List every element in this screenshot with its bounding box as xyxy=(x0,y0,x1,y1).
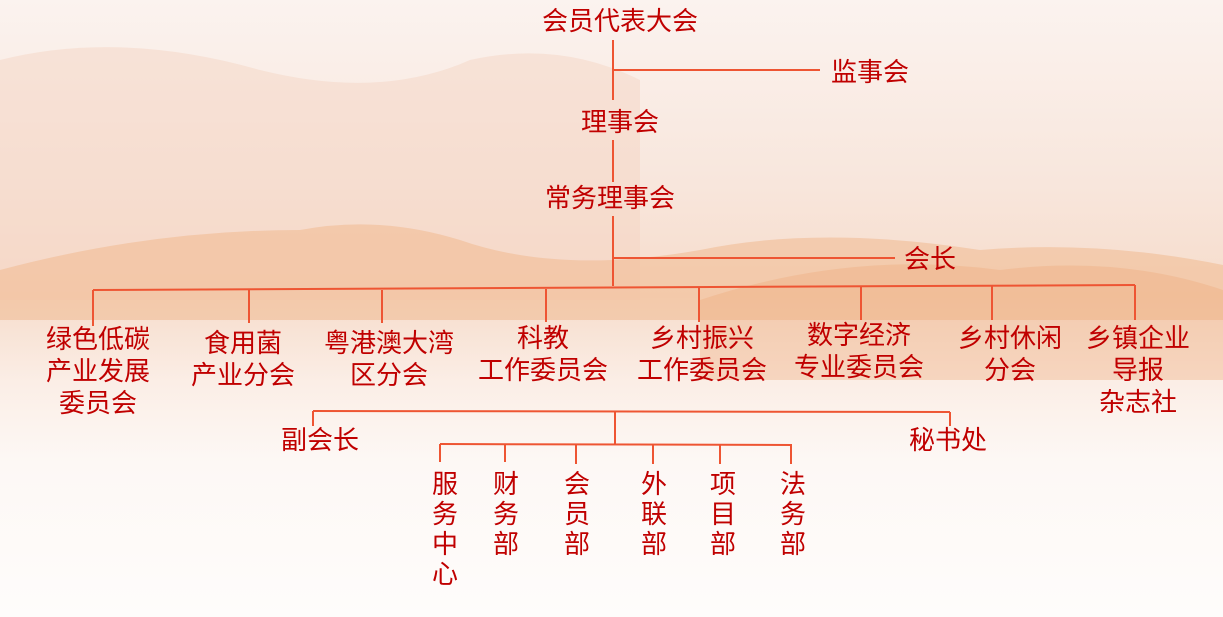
node-dept-legal: 法务部 xyxy=(779,470,806,560)
node-dept-external: 外联部 xyxy=(640,470,667,560)
node-president: 会长 xyxy=(903,245,957,275)
branch-line: 专业委员会 xyxy=(793,353,925,383)
node-branch-newspaper: 乡镇企业 导报 杂志社 xyxy=(1086,323,1190,419)
branch-line: 杂志社 xyxy=(1098,388,1178,418)
branch-line: 产业发展 xyxy=(45,357,151,387)
branch-line: 乡村振兴 xyxy=(649,324,755,354)
node-branch-digital: 数字经济 专业委员会 xyxy=(794,320,924,384)
node-dept-finance: 财务部 xyxy=(492,470,519,560)
branch-line: 产业分会 xyxy=(190,361,296,391)
node-dept-service-center: 服务中心 xyxy=(431,470,458,590)
branch-line: 乡镇企业 xyxy=(1085,324,1191,354)
branch-line: 工作委员会 xyxy=(636,356,768,386)
node-secretariat: 秘书处 xyxy=(908,426,988,456)
branch-line: 区分会 xyxy=(349,361,429,391)
node-branch-leisure: 乡村休闲 分会 xyxy=(958,323,1062,387)
branch-line: 乡村休闲 xyxy=(957,324,1063,354)
branch-line: 分会 xyxy=(983,356,1037,386)
node-branch-rural-revitalization: 乡村振兴 工作委员会 xyxy=(637,323,767,387)
node-dept-projects: 项目部 xyxy=(709,470,736,560)
branch-line: 数字经济 xyxy=(806,321,912,351)
node-branch-science: 科教 工作委员会 xyxy=(478,323,608,387)
node-council: 理事会 xyxy=(580,108,660,138)
node-branch-gba: 粤港澳大湾 区分会 xyxy=(324,328,454,392)
node-branch-fungi: 食用菌 产业分会 xyxy=(191,328,295,392)
node-congress: 会员代表大会 xyxy=(541,7,699,37)
node-vice-president: 副会长 xyxy=(280,426,360,456)
node-dept-membership: 会员部 xyxy=(563,470,590,560)
node-standing-council: 常务理事会 xyxy=(544,184,676,214)
node-branch-green: 绿色低碳 产业发展 委员会 xyxy=(46,324,150,420)
branch-line: 科教 xyxy=(516,324,570,354)
branch-line: 导报 xyxy=(1111,356,1165,386)
node-supervisors: 监事会 xyxy=(830,58,910,88)
branch-line: 粤港澳大湾 xyxy=(323,329,455,359)
branch-line: 绿色低碳 xyxy=(45,325,151,355)
branch-line: 工作委员会 xyxy=(477,356,609,386)
branch-line: 委员会 xyxy=(58,389,138,419)
branch-line: 食用菌 xyxy=(203,329,283,359)
